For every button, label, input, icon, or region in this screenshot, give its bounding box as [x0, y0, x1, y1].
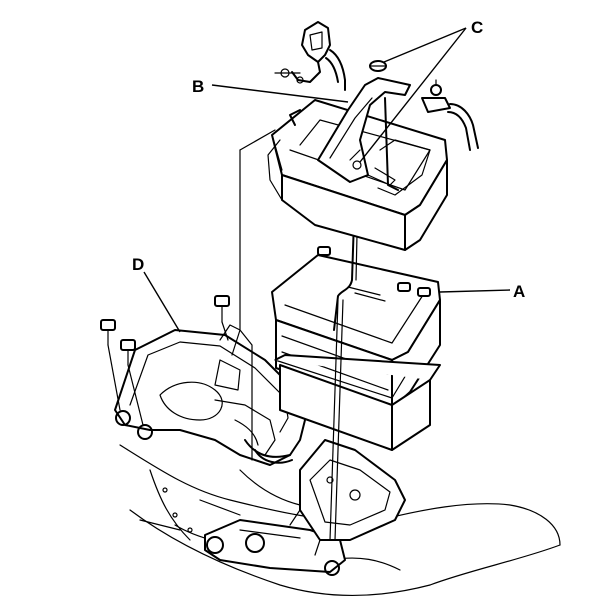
terminal-icon	[417, 287, 431, 297]
callout-line-a	[439, 289, 511, 293]
battery-support-bracket	[289, 439, 406, 556]
label-c: C	[471, 18, 483, 37]
callout-line-c1	[383, 27, 467, 63]
terminal-cable	[421, 79, 479, 151]
bolt-icon	[214, 295, 230, 323]
label-b: B	[192, 77, 204, 96]
label-d: D	[132, 255, 144, 274]
battery-tray	[114, 324, 306, 466]
callout-leaders	[143, 27, 511, 333]
bolt-icon	[120, 339, 136, 366]
reference-lines	[239, 129, 276, 461]
callout-line-c2	[359, 27, 467, 163]
fuse-box	[274, 21, 346, 91]
bolt-icon	[100, 319, 116, 346]
hold-down-bracket	[317, 77, 411, 191]
label-a: A	[513, 282, 525, 301]
terminal-icon	[397, 282, 411, 292]
callout-line-d	[143, 271, 181, 333]
terminal-icon	[317, 246, 331, 256]
battery	[271, 246, 441, 451]
bottom-bracket	[204, 519, 346, 576]
bracket-nut	[369, 60, 387, 72]
callout-line-b	[211, 84, 349, 103]
tray-bolts	[100, 295, 230, 426]
